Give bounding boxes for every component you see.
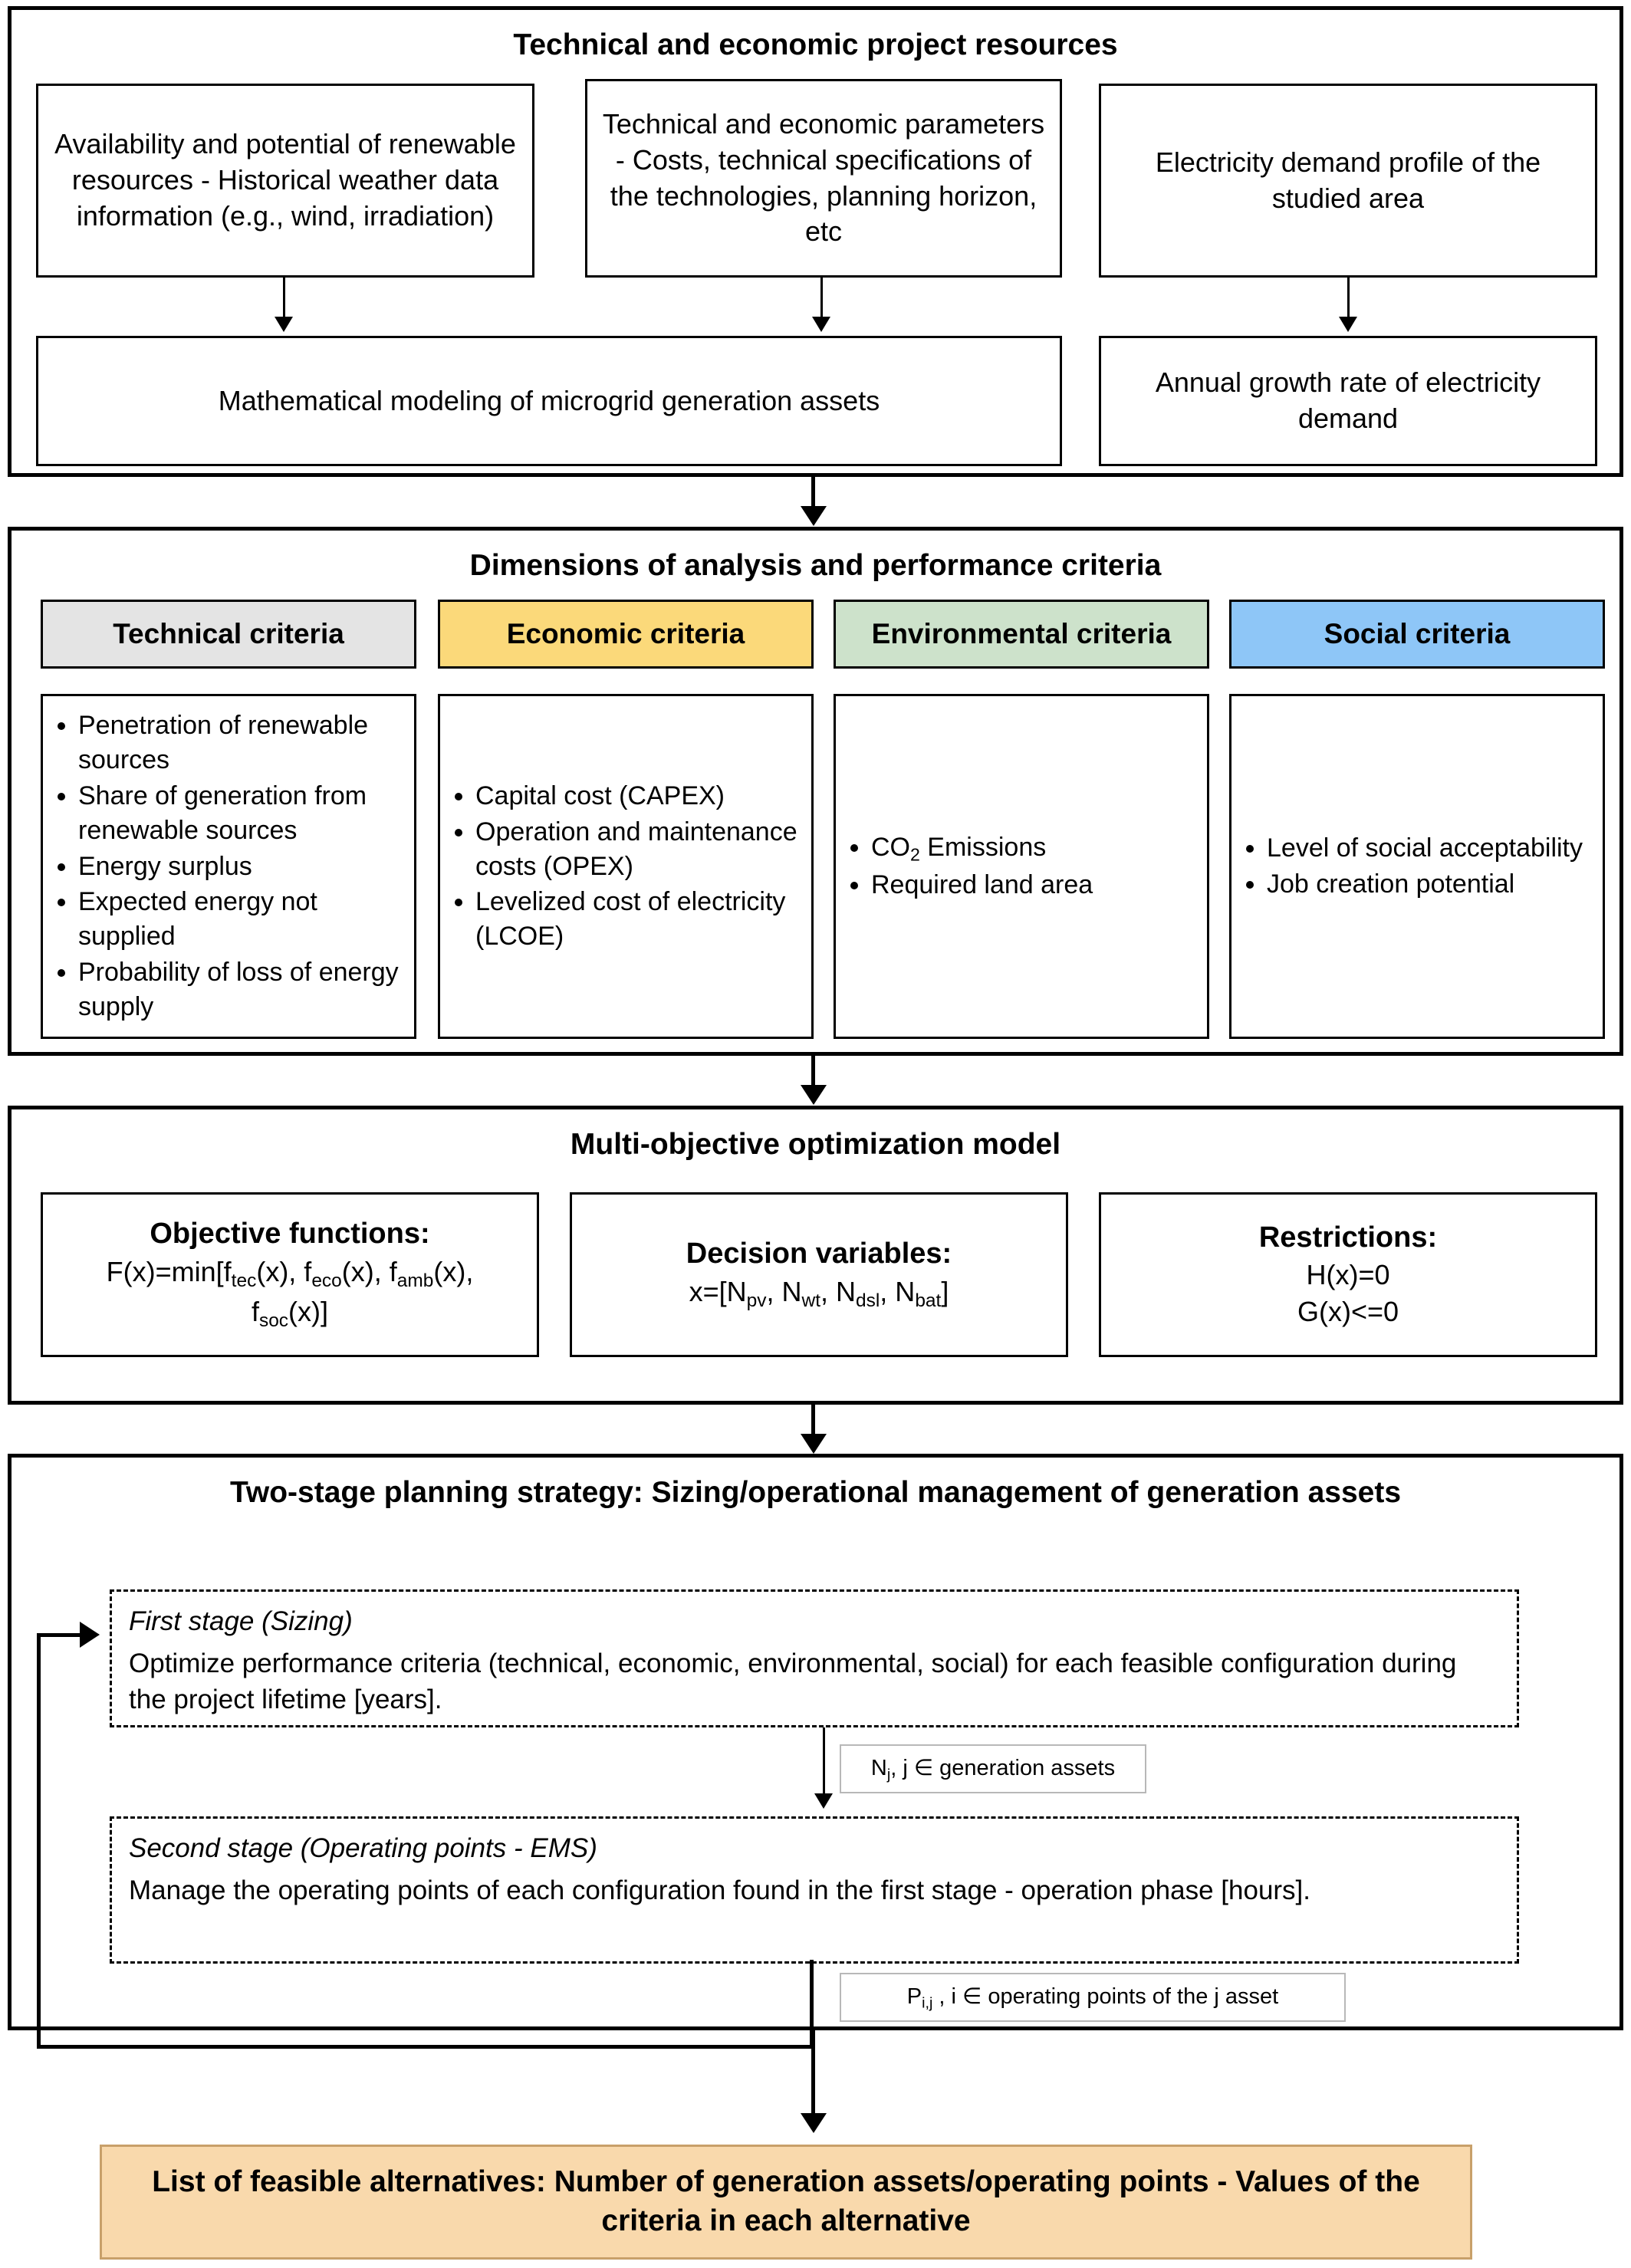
decision-variables-formula: x=[Npv, Nwt, Ndsl, Nbat] [689,1275,949,1311]
list-item: Level of social acceptability [1267,831,1583,866]
section4-title: Two-stage planning strategy: Sizing/oper… [229,1476,1402,1509]
feedback-line-down [810,1960,814,2049]
list-item: Required land area [871,868,1093,902]
box-demand-profile: Electricity demand profile of the studie… [1099,84,1597,278]
arrow-head-section3-to-section4 [801,1434,827,1454]
section2-title: Dimensions of analysis and performance c… [469,549,1162,582]
tag-generation-assets: Nj, j ∈ generation assets [840,1744,1146,1793]
arrow-head-parameters-to-modeling [812,317,830,332]
list-item: Penetration of renewable sources [78,708,414,777]
tag-generation-assets-text: Nj, j ∈ generation assets [870,1755,1116,1783]
header-social-criteria: Social criteria [1229,600,1605,669]
arrow-line-resources-to-modeling [283,278,285,319]
box-growth-rate: Annual growth rate of electricity demand [1099,336,1597,466]
second-stage-title: Second stage (Operating points - EMS) [129,1833,597,1863]
arrow-line-section1-to-section2 [811,477,815,514]
first-stage-title: First stage (Sizing) [129,1606,353,1636]
arrow-head-first-to-second-stage [814,1793,833,1809]
list-item: Expected energy not supplied [78,885,414,954]
box-list-of-feasible-alternatives: List of feasible alternatives: Number of… [100,2145,1472,2260]
list-item: Operation and maintenance costs (OPEX) [475,815,811,884]
objective-functions-label: Objective functions: [150,1218,430,1251]
arrow-line-section3-to-section4 [811,1405,815,1441]
list-item: Probability of loss of energy supply [78,955,414,1024]
list-environmental-criteria: CO2 Emissions Required land area [834,694,1209,1039]
header-technical-criteria: Technical criteria [41,600,416,669]
first-stage-body: Optimize performance criteria (technical… [129,1648,1457,1714]
list-item: Capital cost (CAPEX) [475,779,811,814]
box-technical-parameters: Technical and economic parameters - Cost… [585,79,1062,278]
arrow-line-first-to-second-stage [823,1727,825,1796]
restrictions-line-2: G(x)<=0 [1297,1296,1399,1328]
feedback-line-up [37,1635,41,2049]
list-item-co2: CO2 Emissions [871,830,1093,866]
restrictions-label: Restrictions: [1258,1221,1438,1254]
arrow-line-demand-to-growth [1347,278,1350,319]
arrow-line-section4-to-final [811,2030,815,2121]
arrow-head-section1-to-section2 [801,506,827,526]
list-item: Job creation potential [1267,867,1583,902]
arrow-head-section4-to-final [801,2113,827,2133]
feedback-line-left [37,2045,814,2049]
section3-title: Multi-objective optimization model [570,1128,1061,1161]
list-item: Energy surplus [78,850,414,884]
box-second-stage: Second stage (Operating points - EMS) Ma… [110,1816,1519,1964]
feedback-arrow-head [80,1622,100,1648]
objective-functions-formula: F(x)=min[ftec(x), feco(x), famb(x),fsoc(… [106,1255,474,1332]
second-stage-body: Manage the operating points of each conf… [129,1875,1311,1905]
list-social-criteria: Level of social acceptability Job creati… [1229,694,1605,1039]
list-technical-criteria: Penetration of renewable sources Share o… [41,694,416,1039]
box-first-stage: First stage (Sizing) Optimize performanc… [110,1589,1519,1727]
arrow-head-demand-to-growth [1339,317,1357,332]
list-item: Share of generation from renewable sourc… [78,779,414,848]
list-item: Levelized cost of electricity (LCOE) [475,885,811,954]
box-restrictions: Restrictions: H(x)=0 G(x)<=0 [1099,1192,1597,1357]
box-decision-variables: Decision variables: x=[Npv, Nwt, Ndsl, N… [570,1192,1068,1357]
tag-operating-points-text: Pi,j , i ∈ operating points of the j ass… [906,1984,1279,2012]
section-dimensions-performance-criteria: Dimensions of analysis and performance c… [8,527,1623,1056]
arrow-line-section2-to-section3 [811,1056,815,1093]
arrow-head-section2-to-section3 [801,1085,827,1105]
section1-title: Technical and economic project resources [513,28,1118,61]
arrow-line-parameters-to-modeling [820,278,823,319]
box-math-modeling: Mathematical modeling of microgrid gener… [36,336,1062,466]
header-environmental-criteria: Environmental criteria [834,600,1209,669]
section-multiobjective-optimization: Multi-objective optimization model Objec… [8,1106,1623,1405]
header-economic-criteria: Economic criteria [438,600,814,669]
restrictions-line-1: H(x)=0 [1306,1258,1390,1290]
box-objective-functions: Objective functions: F(x)=min[ftec(x), f… [41,1192,539,1357]
box-renewable-resources: Availability and potential of renewable … [36,84,534,278]
list-economic-criteria: Capital cost (CAPEX) Operation and maint… [438,694,814,1039]
decision-variables-label: Decision variables: [686,1238,952,1270]
section-technical-economic-resources: Technical and economic project resources… [8,6,1623,477]
section-two-stage-planning: Two-stage planning strategy: Sizing/oper… [8,1454,1623,2030]
tag-operating-points: Pi,j , i ∈ operating points of the j ass… [840,1973,1346,2022]
arrow-head-resources-to-modeling [275,317,293,332]
feedback-line-into-first-stage [37,1633,84,1637]
